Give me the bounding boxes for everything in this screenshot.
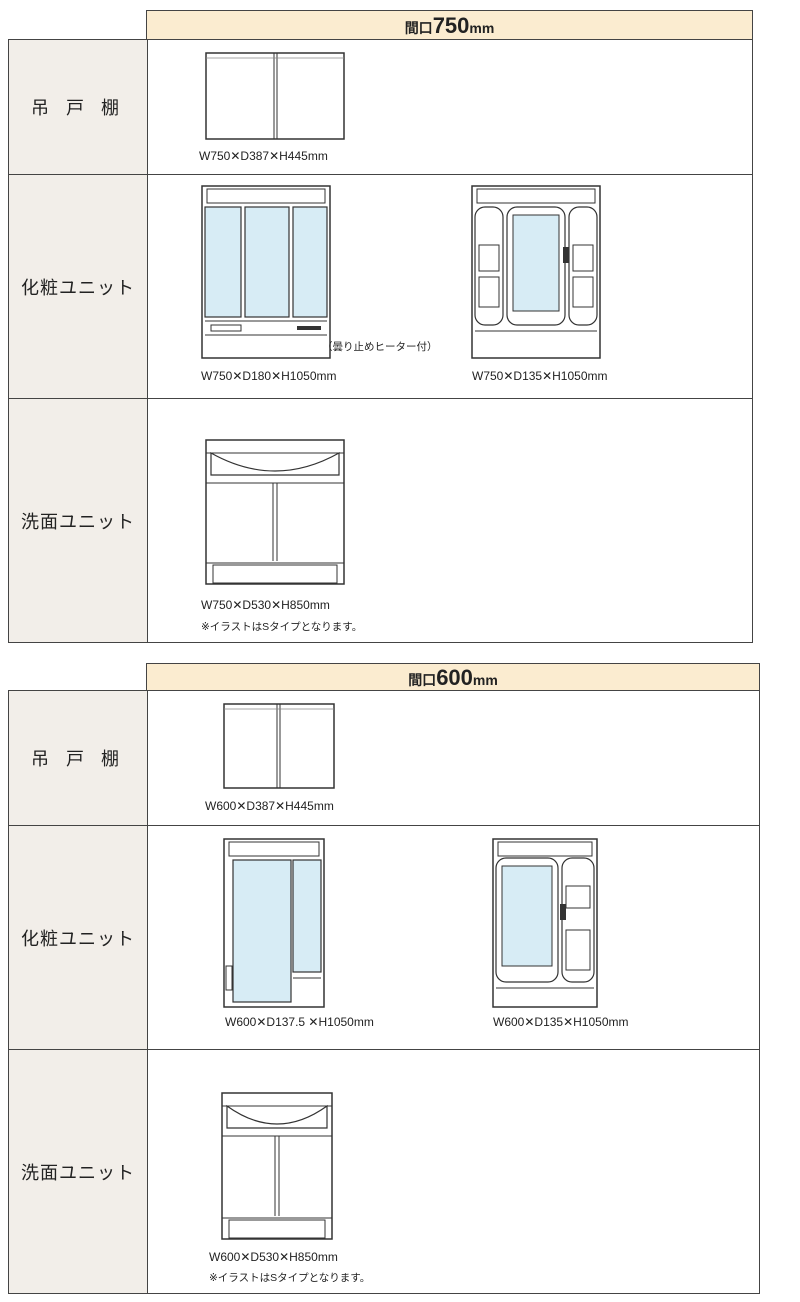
wall-cabinet-600-illustration — [223, 703, 335, 789]
table2-caption-wall-cabinet: W600✕D387✕H445mm — [205, 799, 334, 813]
mirror-cabinet-750-a-illustration — [201, 185, 331, 359]
table2-header-prefix: 間口 — [408, 672, 437, 688]
table1-label-vanity: 化粧ユニット — [9, 175, 148, 398]
table2-row-washbasin: 洗面ユニット W600✕D530✕H850mm ※イラストはSタイプとなります。 — [8, 1050, 760, 1294]
table2-row-vanity: 化粧ユニット W600✕D137.5 ✕H1050mm W600✕D135✕H1… — [8, 826, 760, 1050]
table1-header: 間口750mm — [146, 10, 753, 40]
table1-header-prefix: 間口 — [404, 20, 433, 36]
table2-label-wall-cabinet: 吊 戸 棚 — [9, 691, 148, 825]
table2-header-number: 600 — [436, 665, 473, 690]
table1-header-number: 750 — [432, 13, 470, 38]
table2-header-unit: mm — [472, 672, 498, 688]
table1-label-wall-cabinet: 吊 戸 棚 — [9, 40, 148, 174]
table1-row-washbasin: 洗面ユニット W750✕D530✕H850mm ※イラストはSタイプとなります。 — [8, 399, 753, 643]
wall-cabinet-750-illustration — [205, 52, 345, 140]
table2-label-washbasin: 洗面ユニット — [9, 1050, 148, 1293]
table2-header: 間口600mm — [146, 663, 760, 691]
table1-row-vanity: 化粧ユニット （曇り止めヒーター付） W750✕D180✕H1050mm W75… — [8, 175, 753, 399]
table2-caption-vanity-a: W600✕D137.5 ✕H1050mm — [225, 1015, 374, 1029]
table1-row-wall-cabinet: 吊 戸 棚 W750✕D387✕H445mm — [8, 39, 753, 175]
table1-caption-wall-cabinet: W750✕D387✕H445mm — [199, 149, 328, 163]
table1-caption-vanity-a: W750✕D180✕H1050mm — [201, 369, 337, 383]
table1-label-washbasin: 洗面ユニット — [9, 399, 148, 642]
table1-caption-vanity-b: W750✕D135✕H1050mm — [472, 369, 608, 383]
washbasin-600-illustration — [221, 1092, 333, 1240]
mirror-cabinet-600-b-illustration — [492, 838, 598, 1008]
table2-caption-washbasin: W600✕D530✕H850mm — [209, 1250, 338, 1264]
table2-note-washbasin: ※イラストはSタイプとなります。 — [209, 1272, 371, 1284]
mirror-cabinet-750-b-illustration — [471, 185, 601, 359]
mirror-cabinet-600-a-illustration — [223, 838, 325, 1008]
table1-header-unit: mm — [469, 20, 495, 36]
table1-caption-washbasin: W750✕D530✕H850mm — [201, 598, 330, 612]
washbasin-750-illustration — [205, 439, 345, 585]
table1-annotation-heater: （曇り止めヒーター付） — [322, 341, 438, 353]
table2-caption-vanity-b: W600✕D135✕H1050mm — [493, 1015, 629, 1029]
table1-note-washbasin: ※イラストはSタイプとなります。 — [201, 621, 363, 633]
table2-label-vanity: 化粧ユニット — [9, 826, 148, 1049]
table2-row-wall-cabinet: 吊 戸 棚 W600✕D387✕H445mm — [8, 690, 760, 826]
